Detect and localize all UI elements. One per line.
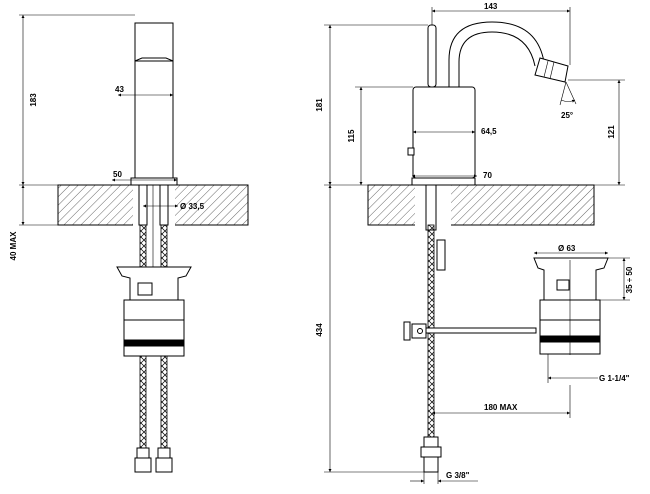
dim-side-body-dia: 64,5 bbox=[481, 127, 497, 136]
dim-side-body-height: 115 bbox=[347, 129, 356, 142]
side-body bbox=[412, 86, 476, 179]
dim-front-body-width: 43 bbox=[115, 85, 124, 94]
dim-side-hose-thread: G 3/8" bbox=[446, 471, 470, 480]
side-spout bbox=[448, 21, 545, 87]
dim-front-height: 183 bbox=[29, 93, 38, 107]
dim-side-reach: 143 bbox=[484, 2, 498, 11]
dim-side-waste-dia: Ø 63 bbox=[558, 244, 576, 253]
dim-side-height: 181 bbox=[315, 98, 324, 112]
dim-side-waste-height: 35 ÷ 50 bbox=[625, 266, 634, 293]
front-view: 183 40 MAX 43 50 Ø 33,5 bbox=[9, 14, 249, 473]
side-waste bbox=[533, 257, 609, 355]
dim-side-angle: 25° bbox=[561, 111, 573, 120]
dim-side-hose-length: 434 bbox=[315, 323, 324, 337]
side-popup-rod bbox=[403, 321, 537, 341]
side-lever bbox=[427, 24, 437, 88]
side-view: 143 181 115 64,5 70 121 25° 434 Ø 63 bbox=[315, 2, 634, 484]
dim-side-base-dia: 70 bbox=[483, 171, 492, 180]
dim-front-base-width: 50 bbox=[113, 170, 122, 179]
dim-front-deck-max: 40 MAX bbox=[9, 231, 18, 261]
dim-front-hole-dia: Ø 33,5 bbox=[180, 202, 205, 211]
side-countertop bbox=[367, 184, 595, 226]
front-waste bbox=[116, 266, 192, 357]
front-spout-head bbox=[134, 22, 174, 62]
front-body bbox=[134, 60, 174, 179]
dim-side-waste-thread: G 1-1/4" bbox=[599, 374, 630, 383]
dim-side-rod-length: 180 MAX bbox=[484, 403, 518, 412]
dim-side-spout-height: 121 bbox=[607, 125, 616, 139]
